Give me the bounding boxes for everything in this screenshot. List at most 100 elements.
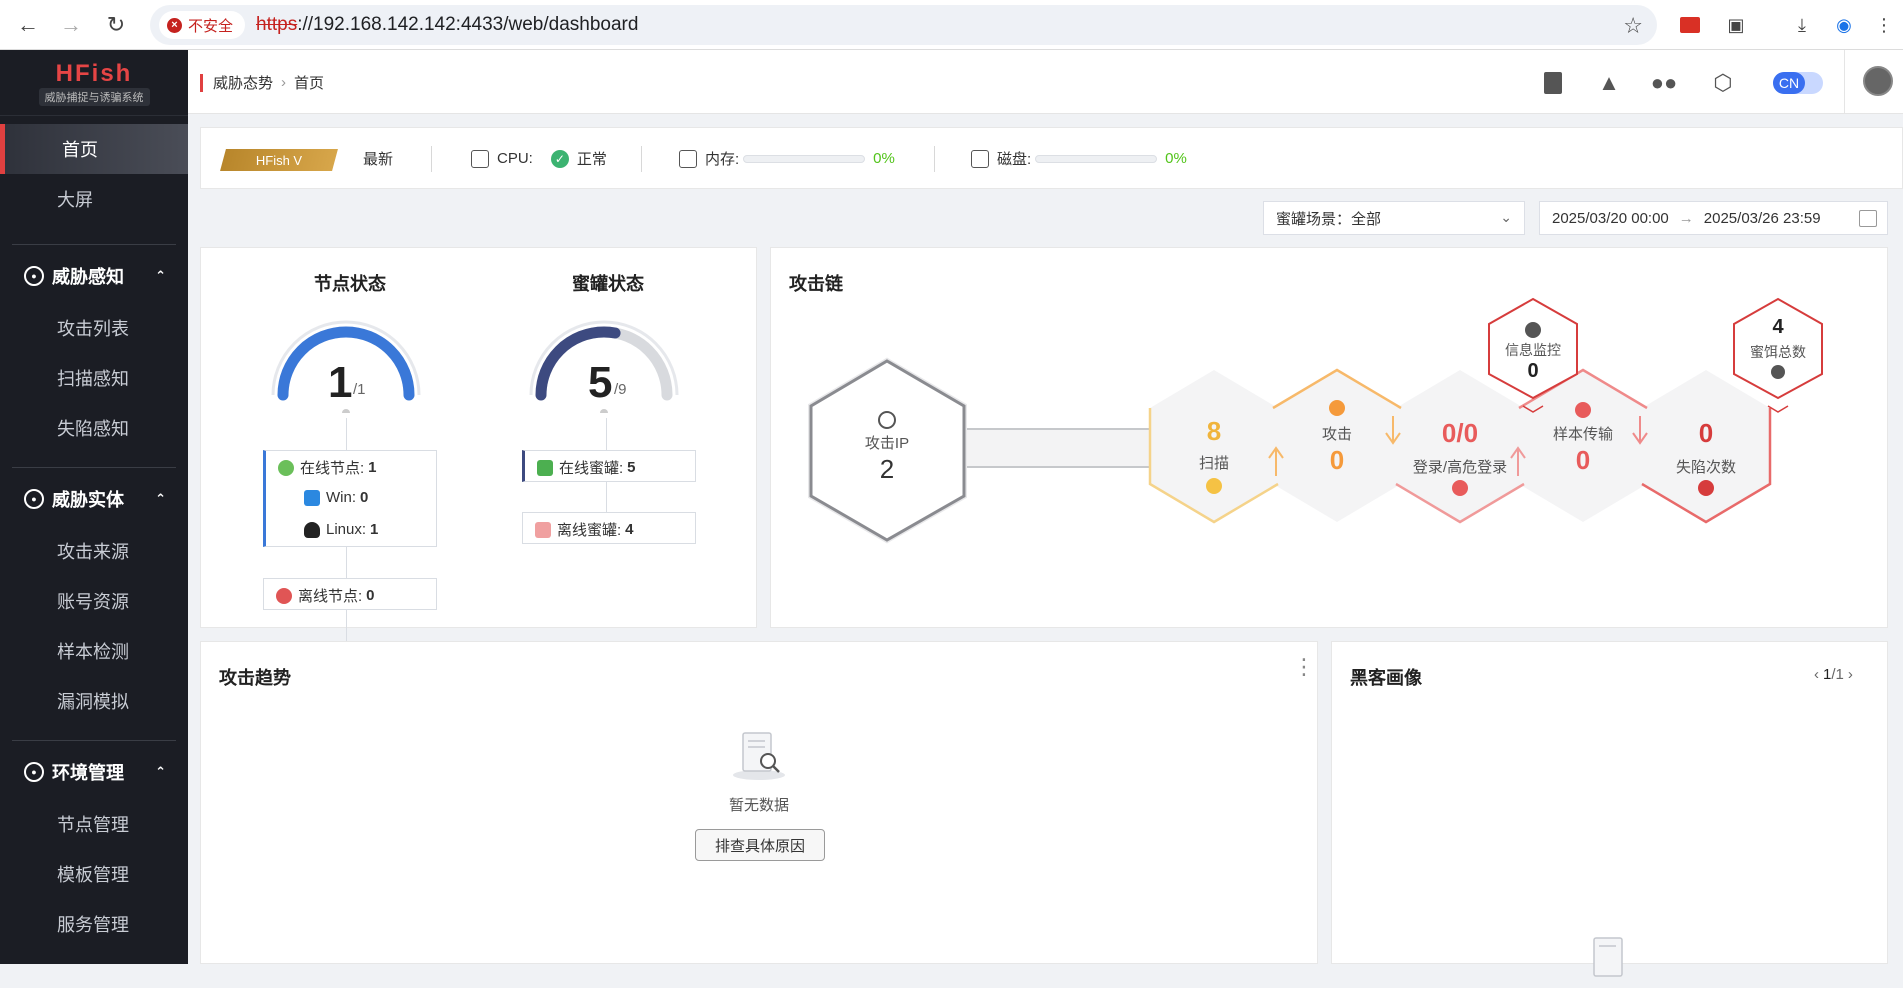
cpu-label: CPU: [497,150,533,167]
attack-label: 攻击 [1321,426,1352,443]
date-range-picker[interactable]: 2025/03/20 00:00 → 2025/03/26 23:59 [1539,201,1888,235]
download-icon[interactable]: ⤓ [1798,14,1806,35]
attack-ip-value[interactable]: 2 [879,454,895,484]
sidebar-item-label: 扫描感知 [57,369,129,389]
logo[interactable]: HFish 威胁捕捉与诱骗系统 [0,50,188,116]
bait-value[interactable]: 4 [1772,316,1784,338]
back-icon[interactable]: ← [17,12,39,37]
insecure-badge[interactable]: × 不安全 [159,11,246,39]
url-text[interactable]: https://192.168.142.142:4433/web/dashboa… [256,14,638,36]
compromise-value[interactable]: 0 [1698,418,1714,448]
breadcrumb-item-threat-situation[interactable]: 威胁态势 [213,75,274,92]
sidebar-item-label: 漏洞模拟 [57,692,129,712]
current-page: 1 [1823,666,1832,683]
offline-nodes-label: 离线节点: [298,588,363,605]
honeypot-status-title: 蜜罐状态 [572,274,644,294]
sample-value[interactable]: 0 [1575,445,1591,475]
sidebar-group-label: 威胁实体 [52,490,124,510]
brand-subtitle: 威胁捕捉与诱骗系统 [38,87,150,106]
language-toggle[interactable]: CN [1773,72,1823,94]
sidebar-group-label: 威胁感知 [52,267,124,287]
scan-value[interactable]: 8 [1206,416,1222,446]
disk-icon [971,149,989,168]
sidebar-item-attack-list[interactable]: 攻击列表 [0,303,188,353]
browser-menu-icon[interactable]: ⋮ [1875,14,1893,35]
url-rest: ://192.168.142.142:4433/web/dashboard [297,14,639,35]
sidebar-group-env-management[interactable]: ● 环境管理 ⌃ [0,745,188,799]
next-page-icon[interactable]: › [1847,666,1853,683]
linux-penguin-icon [304,521,320,538]
sidebar-item-home[interactable]: 首页 [0,124,188,174]
sidebar-group-threat-entity[interactable]: ● 威胁实体 ⌃ [0,472,188,526]
sidebar-item-account-resources[interactable]: 账号资源 [0,576,188,626]
sidebar-item-template-management[interactable]: 模板管理 [0,849,188,899]
node-online-count: 1 [328,358,353,407]
memory-status: 内存: 0% [679,148,895,169]
offline-nodes-row: 离线节点: 0 [276,585,375,606]
linux-label: Linux: [326,521,367,538]
avatar[interactable] [1863,66,1893,96]
offline-honeypots-row: 离线蜜罐: 4 [535,519,634,540]
online-honeypots-label: 在线蜜罐: [559,460,624,477]
sidebar-item-service-management[interactable]: 服务管理 [0,899,188,949]
sidebar-item-scan-perception[interactable]: 扫描感知 [0,353,188,403]
online-honeypots-row: 在线蜜罐: 5 [537,457,636,478]
sidebar-item-bigscreen[interactable]: 大屏 [0,174,188,224]
status-divider [641,146,642,172]
settings-hex-icon[interactable]: ⬡ [1713,70,1733,95]
docs-book-icon[interactable] [1538,68,1568,98]
extensions-puzzle-icon[interactable]: ▣ [1727,14,1745,35]
windows-icon [304,489,320,506]
browser-toolbar: ← → ↻ × 不安全 https://192.168.142.142:4433… [0,0,1903,50]
breadcrumb-item-home: 首页 [294,75,325,92]
login-value[interactable]: 0/0 [1441,418,1479,448]
more-options-icon[interactable]: ⋮ [1293,654,1315,679]
sidebar-item-vuln-simulation[interactable]: 漏洞模拟 [0,676,188,726]
arrow-right-icon: → [1678,209,1694,227]
wechat-icon[interactable]: ●● [1650,70,1678,95]
breadcrumb: 威胁态势 › 首页 [200,72,324,93]
version-label: HFish V [255,152,303,168]
sidebar-item-label: 账号资源 [57,592,129,612]
scan-label: 扫描 [1198,455,1229,472]
sidebar-item-node-management[interactable]: 节点管理 [0,799,188,849]
offline-honeypots-box: 离线蜜罐: 4 [522,512,696,544]
cpu-state: 正常 [576,151,607,168]
honeypot-total: /9 [614,381,627,398]
offline-nodes-value: 0 [366,587,375,604]
profile-icon[interactable]: ◉ [1836,14,1852,35]
sidebar-item-compromise-perception[interactable]: 失陷感知 [0,403,188,453]
memory-icon [679,149,697,168]
extension-red-icon[interactable] [1674,9,1706,41]
date-start[interactable]: 2025/03/20 00:00 [1552,209,1669,227]
settings-hex-icon: ● [24,762,44,782]
disk-progress [1035,154,1158,163]
sidebar-divider [12,244,176,245]
honeypot-scene-select[interactable]: 蜜罐场景：全部 ⌄ [1263,201,1525,235]
chevron-up-icon: ⌃ [155,268,166,283]
investigate-cause-button[interactable]: 排查具体原因 [695,829,825,861]
attack-value[interactable]: 0 [1329,445,1345,475]
monitor-value[interactable]: 0 [1527,360,1539,382]
bookmark-star-icon[interactable]: ☆ [1623,13,1643,38]
sidebar-item-attack-source[interactable]: 攻击来源 [0,526,188,576]
sidebar-group-label: 环境管理 [52,763,124,783]
sidebar-item-label: 大屏 [57,190,93,210]
date-end[interactable]: 2025/03/26 23:59 [1703,209,1821,227]
attack-trend-panel: 攻击趋势 ⋮ 暂无数据 排查具体原因 [200,641,1318,964]
sidebar-item-label: 首页 [62,140,98,160]
status-divider [934,146,935,172]
radar-icon: ● [24,266,44,286]
reload-icon[interactable]: ↻ [106,12,126,37]
sidebar-item-label: 攻击来源 [57,542,129,562]
honeypot-online-count: 5 [588,358,613,407]
sidebar-item-sample-detection[interactable]: 样本检测 [0,626,188,676]
rocket-icon[interactable]: ▲ [1598,70,1620,95]
address-bar[interactable]: × 不安全 https://192.168.142.142:4433/web/d… [150,5,1657,45]
prev-page-icon[interactable]: ‹ [1814,666,1819,683]
offline-honeypots-value: 4 [625,521,634,538]
honeypot-status-gauge [529,320,679,413]
sidebar-item-label: 样本检测 [57,642,129,662]
forward-icon[interactable]: → [60,12,82,37]
sidebar-group-threat-perception[interactable]: ● 威胁感知 ⌃ [0,249,188,303]
